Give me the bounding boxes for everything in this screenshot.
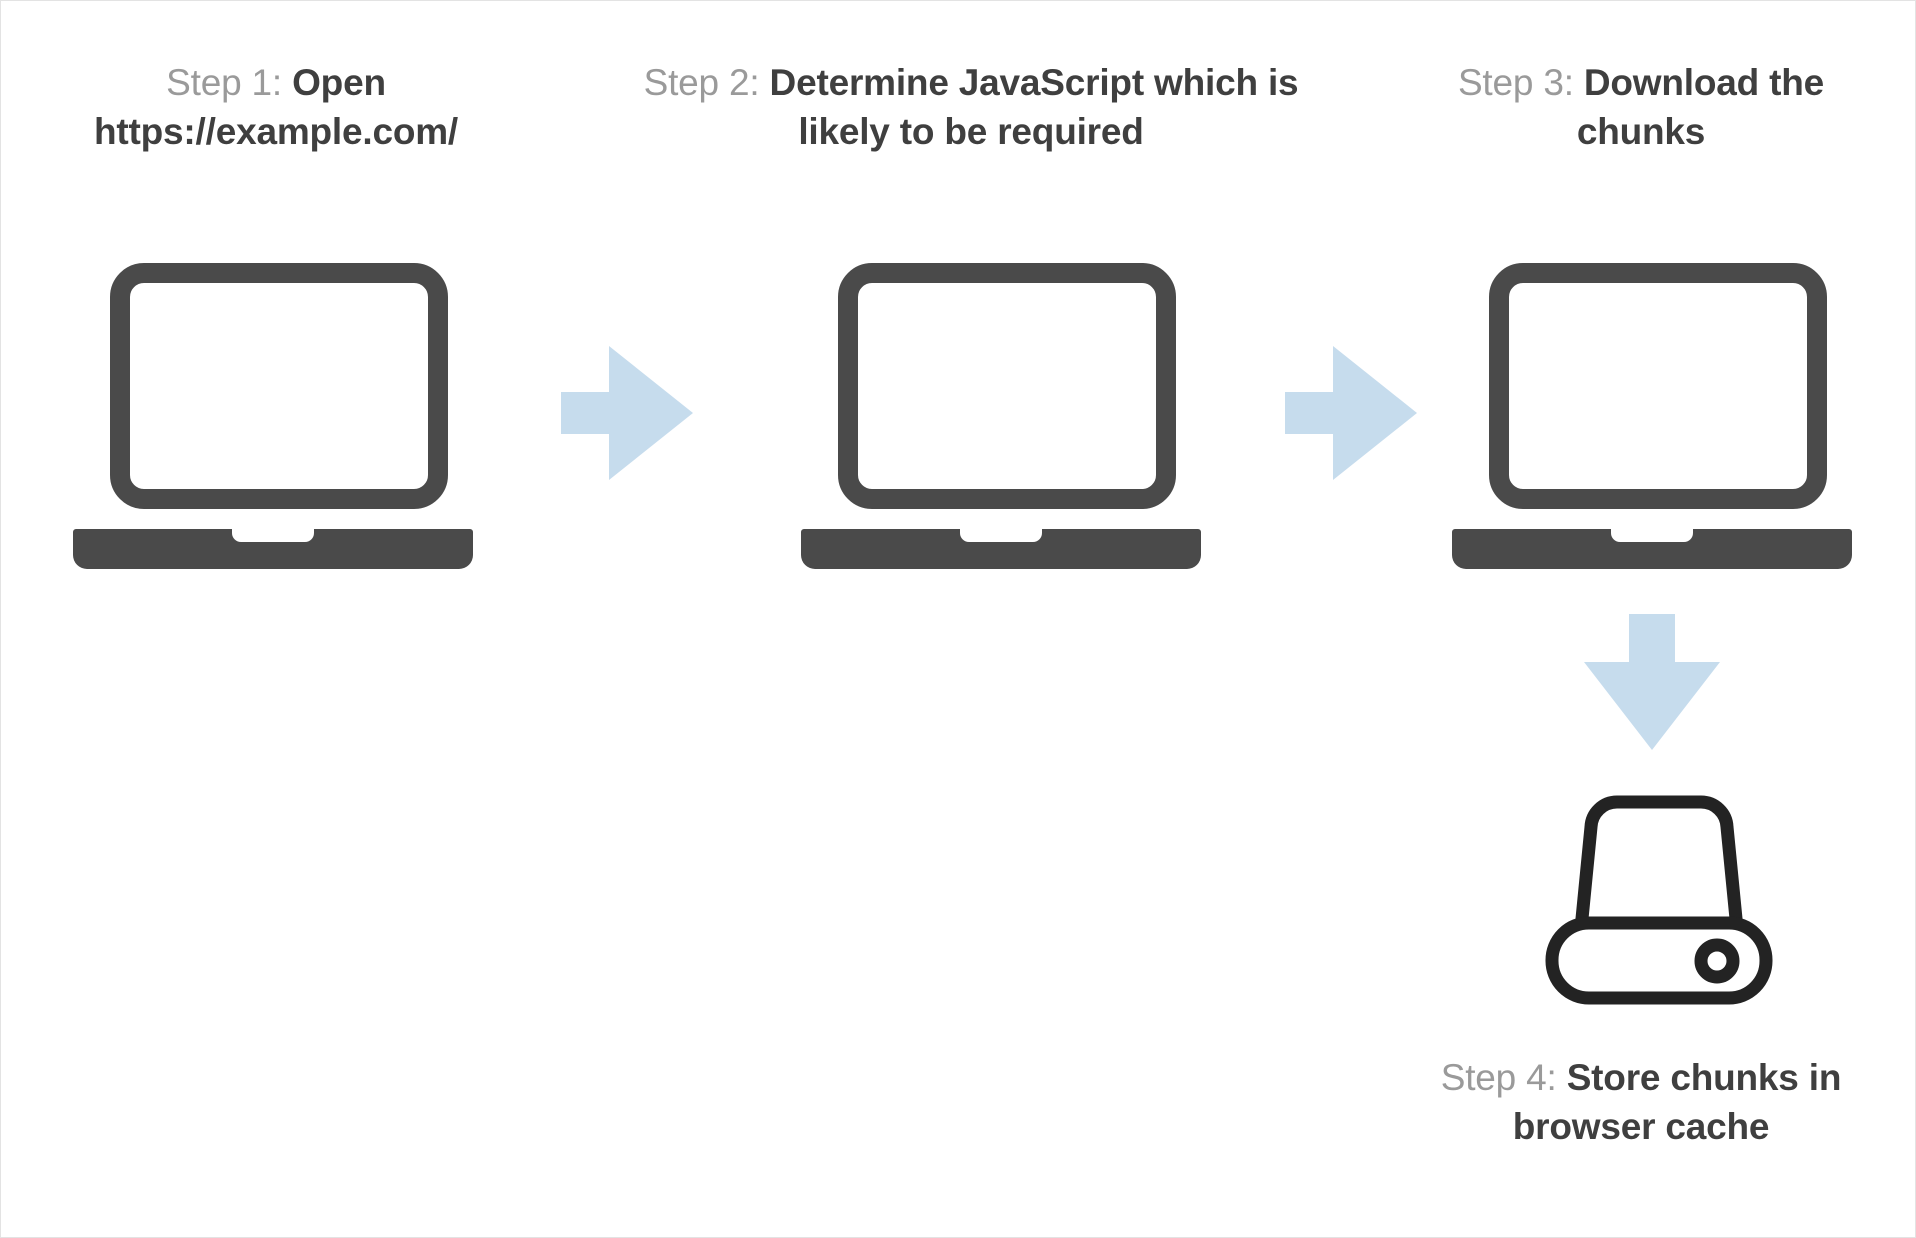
step-1-label: Step 1: <box>166 62 282 103</box>
step-3-text: Download the chunks <box>1576 62 1825 152</box>
laptop-notch <box>1611 529 1693 542</box>
laptop-icon-step-3 <box>1452 251 1852 581</box>
arrow-down-icon-step3-to-step4 <box>1584 614 1720 750</box>
laptop-notch <box>960 529 1042 542</box>
laptop-screen <box>110 263 448 509</box>
arrow-right-icon-step2-to-step3 <box>1285 346 1417 480</box>
step-3-label: Step 3: <box>1457 62 1574 103</box>
step-2-text: Determine JavaScript which is likely to … <box>769 62 1299 152</box>
step-2-label: Step 2: <box>643 62 760 103</box>
arrow-right-icon-step1-to-step2 <box>561 346 693 480</box>
step-1-caption: Step 1: Open https://example.com/ <box>41 59 511 157</box>
step-2-caption: Step 2: Determine JavaScript which is li… <box>641 59 1301 157</box>
hard-drive-icon-step-4 <box>1545 795 1773 1005</box>
laptop-notch <box>232 529 314 542</box>
laptop-screen <box>838 263 1176 509</box>
step-4-label: Step 4: <box>1440 1057 1557 1098</box>
laptop-icon-step-1 <box>73 251 473 581</box>
laptop-icon-step-2 <box>801 251 1201 581</box>
step-4-caption: Step 4: Store chunks in browser cache <box>1391 1054 1891 1152</box>
step-4-text: Store chunks in browser cache <box>1512 1057 1842 1147</box>
laptop-screen <box>1489 263 1827 509</box>
step-1-text: Open https://example.com/ <box>93 62 459 152</box>
step-3-caption: Step 3: Download the chunks <box>1401 59 1881 157</box>
